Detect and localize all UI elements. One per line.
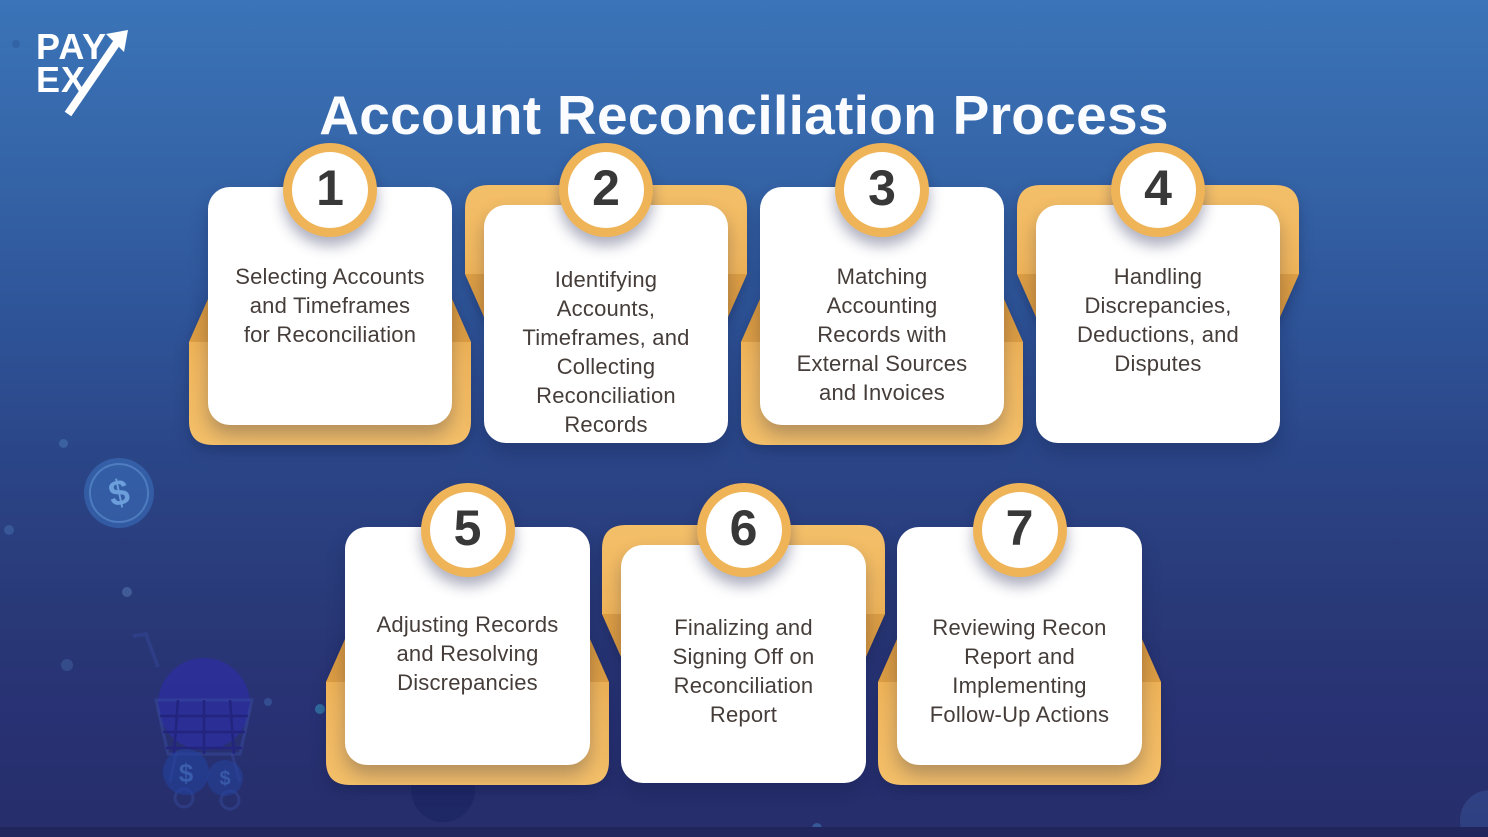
card-surface	[621, 545, 866, 783]
footer-strip	[0, 827, 1488, 837]
step-number: 7	[981, 492, 1058, 568]
step-number-badge: 3	[835, 143, 929, 237]
coin-ring	[83, 457, 155, 529]
dot	[264, 698, 272, 706]
dot	[4, 525, 14, 535]
step-number: 3	[844, 152, 920, 228]
card-surface	[484, 205, 728, 443]
dot	[59, 439, 68, 448]
step-number-badge: 5	[420, 483, 515, 577]
page-title: Account Reconciliation Process	[319, 83, 1169, 146]
dot	[61, 659, 73, 671]
dot	[315, 704, 325, 714]
step-number-badge: 1	[283, 143, 377, 237]
card-surface	[1036, 205, 1280, 443]
step-number-badge: 7	[972, 483, 1067, 577]
coin-icon: $	[77, 451, 161, 535]
shopping-cart-globe-icon: $ $	[132, 632, 254, 811]
step-number-badge: 4	[1111, 143, 1205, 237]
dot	[122, 587, 132, 597]
step-number: 2	[568, 152, 644, 228]
step-number: 4	[1120, 152, 1196, 228]
svg-text:$: $	[179, 758, 194, 788]
svg-text:$: $	[219, 768, 230, 790]
step-number: 5	[429, 492, 506, 568]
step-number: 6	[705, 492, 782, 568]
step-number-badge: 6	[696, 483, 791, 577]
dot	[12, 40, 20, 48]
step-number-badge: 2	[559, 143, 653, 237]
step-number: 1	[292, 152, 368, 228]
